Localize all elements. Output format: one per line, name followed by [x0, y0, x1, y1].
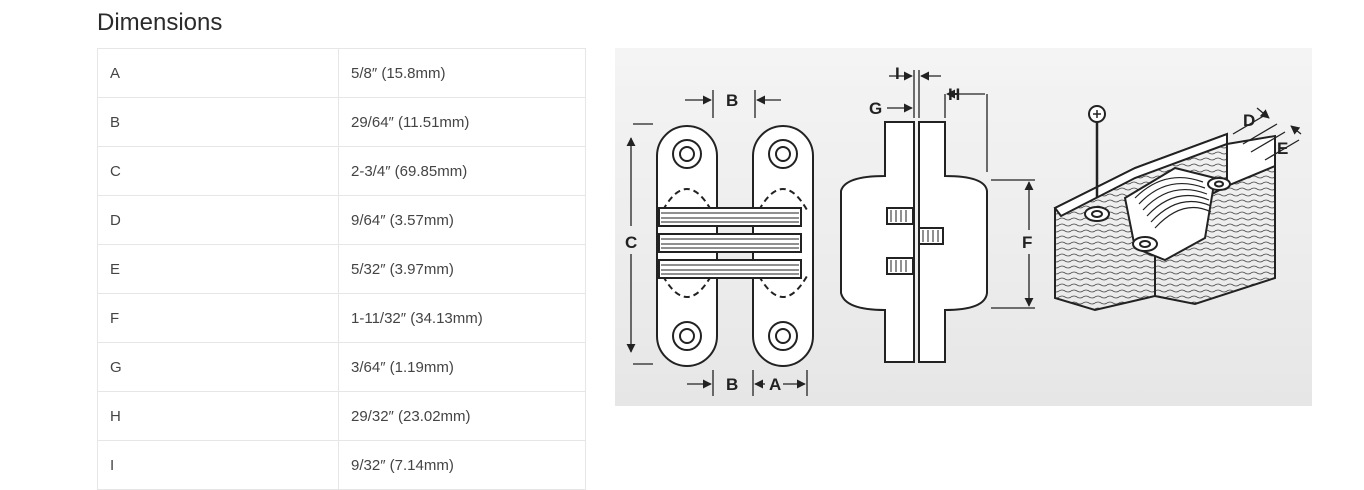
label-g: G	[869, 99, 882, 118]
label-h: H	[948, 85, 960, 104]
label-f: F	[1022, 233, 1032, 252]
label-a: A	[769, 375, 781, 394]
dimension-key: B	[97, 97, 339, 147]
front-dimension-lines	[626, 90, 808, 396]
dimension-key: F	[97, 293, 339, 343]
dimension-value: 29/32″ (23.02mm)	[338, 391, 586, 441]
dimension-value: 2-3/4″ (69.85mm)	[338, 146, 586, 196]
dimension-value: 29/64″ (11.51mm)	[338, 97, 586, 147]
hinge-dimension-diagram: C B B A I	[615, 48, 1312, 406]
dimension-key: C	[97, 146, 339, 196]
label-b-top: B	[726, 91, 738, 110]
hinge-drawing: C B B A I	[625, 64, 1302, 396]
side-dimension-lines	[887, 70, 1035, 309]
dimension-value: 9/32″ (7.14mm)	[338, 440, 586, 490]
dimension-key: E	[97, 244, 339, 294]
hinge-front-view	[656, 125, 814, 367]
hinge-installed-view	[1053, 105, 1276, 312]
label-e: E	[1277, 139, 1288, 158]
label-d: D	[1243, 111, 1255, 130]
dimension-value: 5/32″ (3.97mm)	[338, 244, 586, 294]
dimension-value: 1-11/32″ (34.13mm)	[338, 293, 586, 343]
dimension-value: 5/8″ (15.8mm)	[338, 48, 586, 98]
dimension-key: H	[97, 391, 339, 441]
dimension-key: G	[97, 342, 339, 392]
dimension-value: 9/64″ (3.57mm)	[338, 195, 586, 245]
dimension-key: I	[97, 440, 339, 490]
installed-dimension-lines	[1232, 107, 1302, 161]
dimension-value: 3/64″ (1.19mm)	[338, 342, 586, 392]
hinge-side-view	[840, 121, 988, 363]
section-title: Dimensions	[97, 9, 223, 36]
dimension-key: D	[97, 195, 339, 245]
label-c: C	[625, 233, 637, 252]
label-i: I	[895, 64, 900, 83]
dimension-key: A	[97, 48, 339, 98]
label-b-bottom: B	[726, 375, 738, 394]
